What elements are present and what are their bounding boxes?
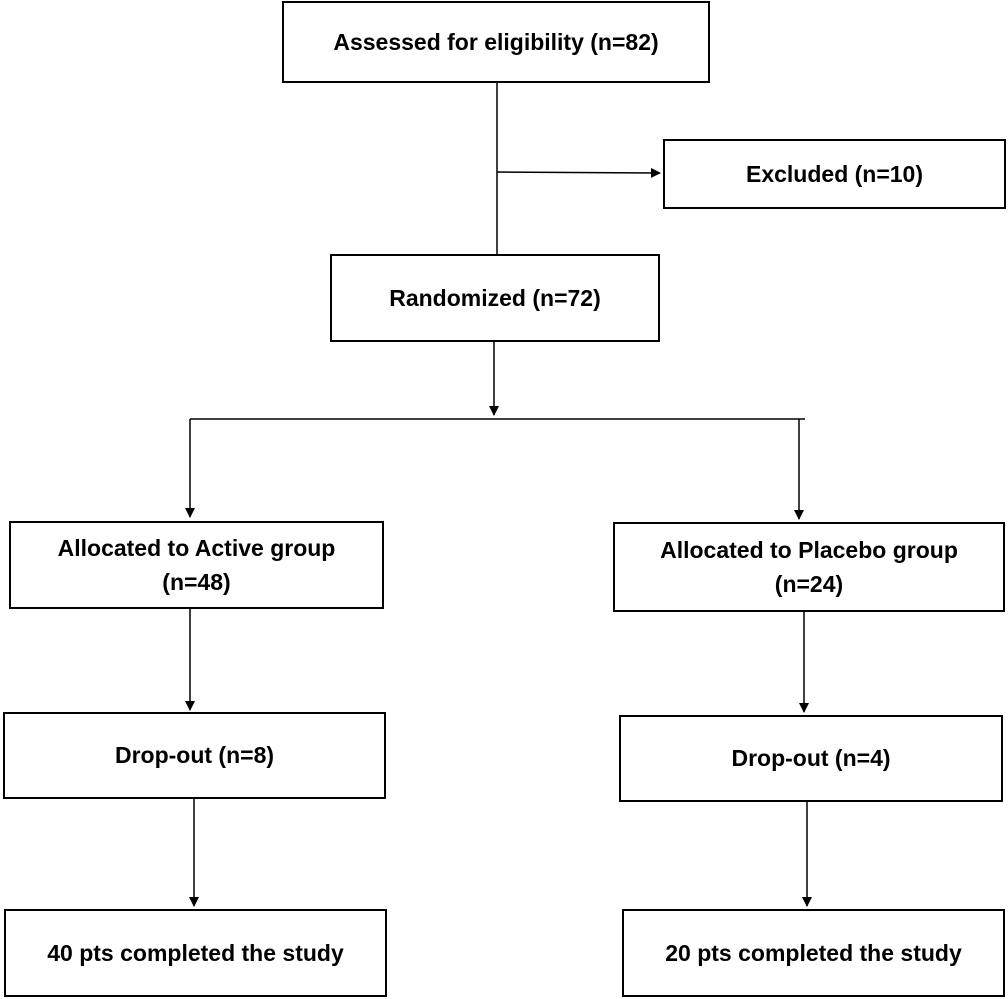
- active-group-label: Allocated to Active group: [57, 534, 336, 561]
- placebo-group-count: (n=24): [774, 571, 844, 597]
- active-dropout-box: Drop-out (n=8): [3, 712, 386, 799]
- randomized-box: Randomized (n=72): [330, 254, 660, 342]
- active-group-count: (n=48): [162, 569, 231, 595]
- excluded-label: Excluded (n=10): [745, 160, 924, 187]
- arrow-to-excluded: [496, 167, 661, 178]
- placebo-completed-box: 20 pts completed the study: [622, 909, 1005, 997]
- active-completed-box: 40 pts completed the study: [4, 909, 387, 997]
- active-completed-label: 40 pts completed the study: [47, 939, 344, 966]
- randomized-label: Randomized (n=72): [389, 284, 601, 311]
- placebo-completed-label: 20 pts completed the study: [665, 939, 962, 966]
- assessed-label: Assessed for eligibility (n=82): [333, 28, 659, 55]
- active-group-box: Allocated to Active group (n=48): [9, 521, 384, 609]
- placebo-group-label: Allocated to Placebo group: [660, 536, 958, 563]
- excluded-box: Excluded (n=10): [663, 139, 1006, 209]
- active-dropout-label: Drop-out (n=8): [114, 742, 275, 769]
- placebo-dropout-box: Drop-out (n=4): [619, 715, 1003, 802]
- assessed-box: Assessed for eligibility (n=82): [282, 1, 710, 83]
- placebo-dropout-label: Drop-out (n=4): [731, 745, 891, 772]
- placebo-group-box: Allocated to Placebo group (n=24): [613, 522, 1005, 612]
